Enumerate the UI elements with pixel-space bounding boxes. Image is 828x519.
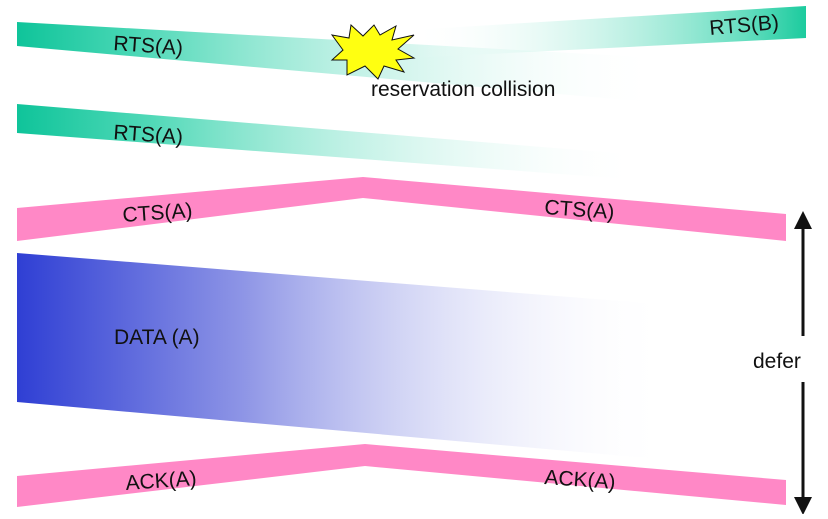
defer-label: defer [753,350,801,373]
rts-b-band [410,6,806,58]
cts-right-label: CTS(A) [544,196,615,224]
data-label: DATA (A) [114,326,200,349]
cts-left-label: CTS(A) [122,199,193,227]
data-band [17,253,670,460]
rts-a-top-band [17,22,660,103]
collision-label: reservation collision [371,78,555,101]
rts-a-top-label: RTS(A) [113,32,184,60]
rts-a-second-label: RTS(A) [113,121,184,149]
ack-left-label: ACK(A) [125,467,198,495]
cts-band [17,177,786,241]
ack-band [17,444,786,507]
rts-a-second-band [17,104,640,180]
collision-burst-icon [330,23,416,80]
ack-right-label: ACK(A) [544,466,617,494]
